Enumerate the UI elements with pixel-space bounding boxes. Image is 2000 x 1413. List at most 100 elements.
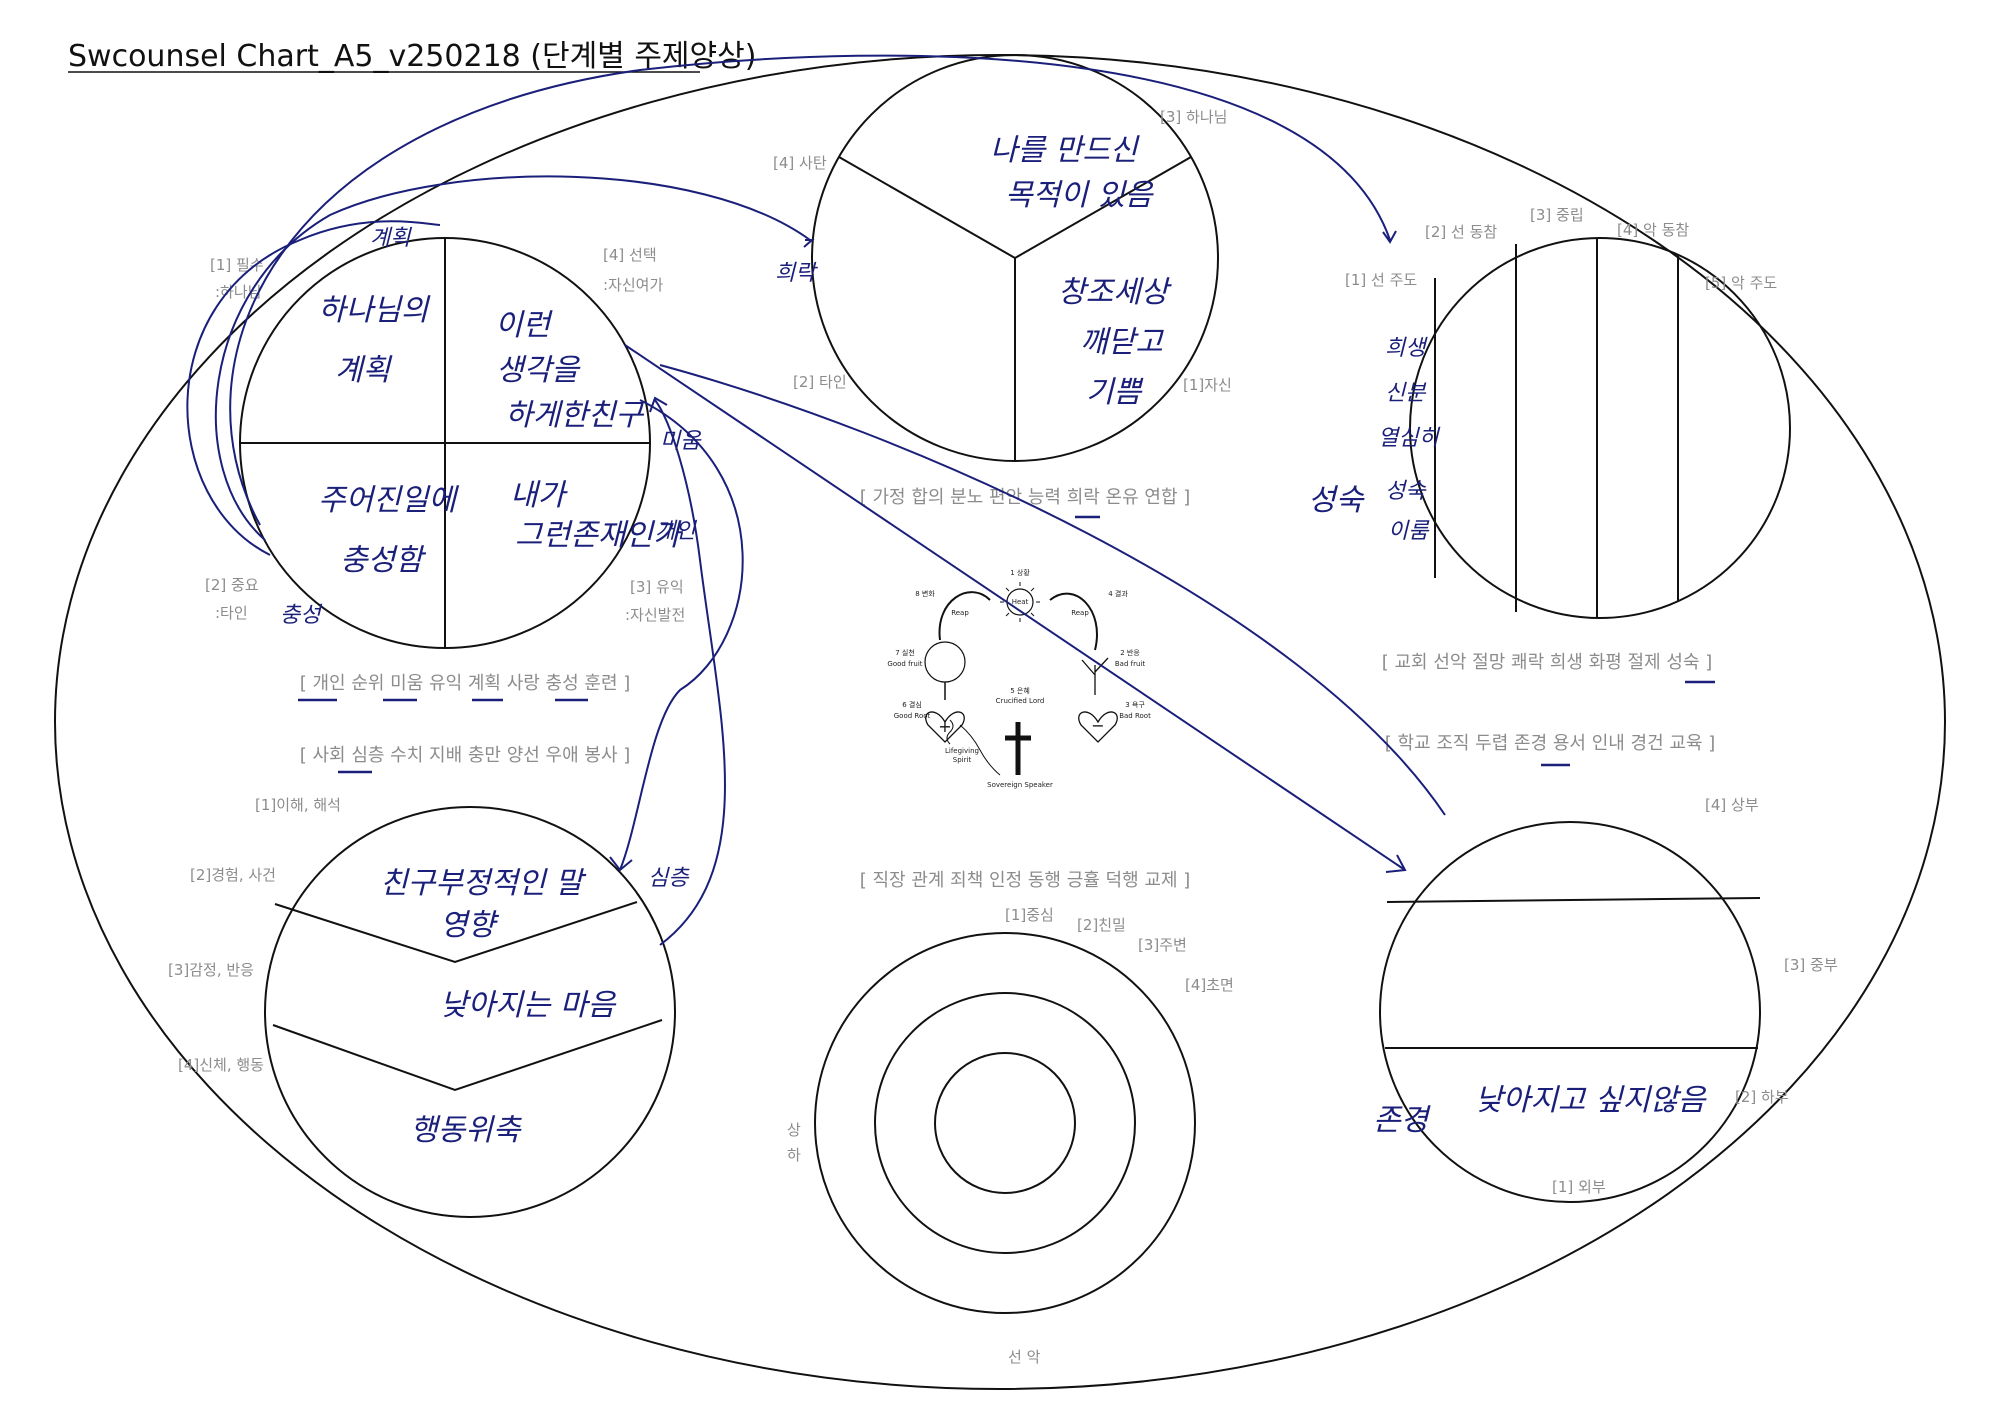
personal-side-plan: 계획 [370, 226, 412, 251]
bracket-church: [ 교회 선악 절망 쾌락 희생 화평 절제 성숙 ] [1382, 652, 1713, 673]
arrow-head-family [803, 239, 815, 248]
cycle-practice: 7 실천 [895, 648, 915, 657]
arrow-head-church [1382, 230, 1397, 244]
personal-note-being: 그런존재인가 [515, 518, 684, 553]
bracket-society: [ 사회 심층 수치 지배 충만 양선 우애 봉사 ] [300, 745, 631, 766]
work-label-around: [3]주변 [1138, 936, 1187, 954]
work-label-center: [1]중심 [1005, 906, 1054, 924]
bad-heart-icon [1078, 711, 1118, 743]
cycle-good-root: Good Root [894, 712, 931, 720]
society-chevron-top [274, 901, 638, 964]
cycle-reap-right: Reap [1071, 609, 1089, 617]
cycle-speaker: Sovereign Speaker [987, 781, 1053, 789]
family-label-self: [1]자신 [1183, 376, 1232, 394]
cycle-diagram: Heat 1 상황 8 변화 4 결과 Reap Reap 7 실천 Good … [887, 568, 1151, 789]
work-circles: [1]중심 [2]친밀 [3]주변 [4]초면 상 하 선 악 [787, 906, 1234, 1366]
cycle-reap-left: Reap [951, 609, 969, 617]
personal-note-thought2: 생각을 [496, 353, 581, 388]
family-note-creation: 창조세상 [1058, 275, 1172, 310]
society-note-words: 친구부정적인 말 [380, 866, 587, 901]
cycle-crucified: Crucified Lord [996, 697, 1045, 705]
work-label-down: 하 [787, 1146, 801, 1164]
school-label-middle: [3] 중부 [1784, 956, 1838, 974]
church-note-sacrifice: 희생 [1385, 336, 1428, 361]
society-chevron-bottom [272, 1019, 663, 1092]
work-ring-inner [934, 1052, 1076, 1194]
cycle-grace: 5 은혜 [1010, 686, 1030, 695]
ink-arrows [186, 54, 1446, 946]
work-label-goodevil: 선 악 [1008, 1348, 1041, 1366]
cycle-bad-fruit: Bad fruit [1115, 660, 1145, 668]
personal-note-faithful: 충성함 [340, 543, 426, 578]
church-circle-outline [1409, 237, 1791, 619]
arrow-head-deep [609, 856, 633, 872]
reap-arc-left [938, 591, 991, 641]
cycle-spirit: Spirit [953, 756, 972, 764]
society-label-body: [4]신체, 행동 [178, 1056, 264, 1074]
reap-arc-right [1049, 592, 1098, 651]
arrow-deep [619, 399, 744, 871]
arrow-to-school [624, 344, 1406, 871]
society-label-understand: [1]이해, 해석 [255, 796, 341, 814]
church-label-evil-join: [4] 악 동참 [1617, 221, 1689, 239]
school-side-respect: 존경 [1373, 1103, 1432, 1138]
family-label-god: [3] 하나님 [1160, 108, 1227, 126]
work-label-first: [4]초면 [1185, 976, 1234, 994]
personal-label-others: :타인 [215, 604, 248, 622]
personal-label-leisure: :자신여가 [603, 276, 663, 294]
outer-ellipse [54, 54, 1946, 1390]
work-ring-outer [814, 932, 1196, 1314]
cycle-good-fruit: Good fruit [887, 660, 922, 668]
society-circle-outline [264, 806, 676, 1218]
arrow-hate [654, 399, 726, 946]
cycle-bad-root: Bad Root [1119, 712, 1151, 720]
good-heart-icon [925, 711, 965, 743]
arrow-school-long [659, 364, 1446, 816]
bad-tree-icon [1081, 657, 1109, 695]
school-label-lower: [2] 하부 [1735, 1088, 1789, 1106]
church-label-neutral: [3] 중립 [1530, 206, 1584, 224]
cycle-lifegiving: Lifegiving [945, 747, 979, 755]
school-label-upper: [4] 상부 [1705, 796, 1759, 814]
personal-label-important: [2] 중요 [205, 576, 259, 594]
work-label-close: [2]친밀 [1077, 916, 1126, 934]
society-note-lowered: 낮아지는 마음 [440, 988, 617, 1023]
society-label-emotion: [3]감정, 반응 [168, 961, 254, 979]
arrow-head-hate [649, 396, 668, 413]
church-label-good-join: [2] 선 동참 [1425, 223, 1497, 241]
school-circle-outline [1379, 821, 1761, 1203]
society-label-experience: [2]경험, 사건 [190, 866, 276, 884]
sun-rays-icon [1000, 582, 1040, 622]
church-label-evil-lead: [5] 악 주도 [1705, 274, 1777, 292]
church-side-mature: 성숙 [1308, 483, 1366, 518]
cycle-heat: Heat [1012, 598, 1029, 606]
society-circle: [1]이해, 해석 [2]경험, 사건 [3]감정, 반응 [4]신체, 행동 … [168, 796, 690, 1218]
personal-label-god: :하나님 [215, 283, 261, 301]
family-side-joy: 희락 [775, 261, 818, 286]
church-note-status: 신분 [1385, 381, 1427, 406]
cycle-change: 8 변화 [915, 590, 935, 598]
school-label-outer: [1] 외부 [1552, 1178, 1606, 1196]
family-divider-left [838, 156, 1016, 259]
family-note-joy: 기쁨 [1086, 375, 1144, 410]
school-note: 낮아지고 싶지않음 [1475, 1083, 1707, 1118]
chart-title: Swcounsel Chart_A5_v250218 (단계별 주제양상) [68, 39, 756, 74]
personal-circle: [1] 필수 :하나님 [2] 중요 :타인 [4] 선택 :자신여가 [3] … [205, 226, 702, 649]
spirit-wave-icon [946, 719, 1001, 776]
personal-side-faithful: 충성 [280, 603, 323, 628]
plus-icon: + [938, 717, 951, 736]
family-note-purpose2: 목적이 있음 [1005, 178, 1154, 213]
family-label-satan: [4] 사탄 [773, 154, 827, 172]
family-note-realize: 깨닫고 [1080, 325, 1164, 360]
personal-note-given: 주어진일에 [318, 483, 459, 518]
bracket-personal: [ 개인 순위 미움 유익 계획 사랑 충성 훈련 ] [300, 673, 631, 694]
church-note-achieve: 이룸 [1388, 519, 1430, 544]
school-divider-top [1386, 897, 1761, 903]
church-note-diligent: 열심히 [1378, 426, 1440, 451]
arrow-to-family [215, 175, 811, 541]
cycle-desire: 3 욕구 [1125, 701, 1145, 709]
society-side-deep: 심층 [648, 866, 690, 891]
church-label-good-lead: [1] 선 주도 [1345, 271, 1417, 289]
family-note-purpose1: 나를 만드신 [990, 133, 1140, 168]
